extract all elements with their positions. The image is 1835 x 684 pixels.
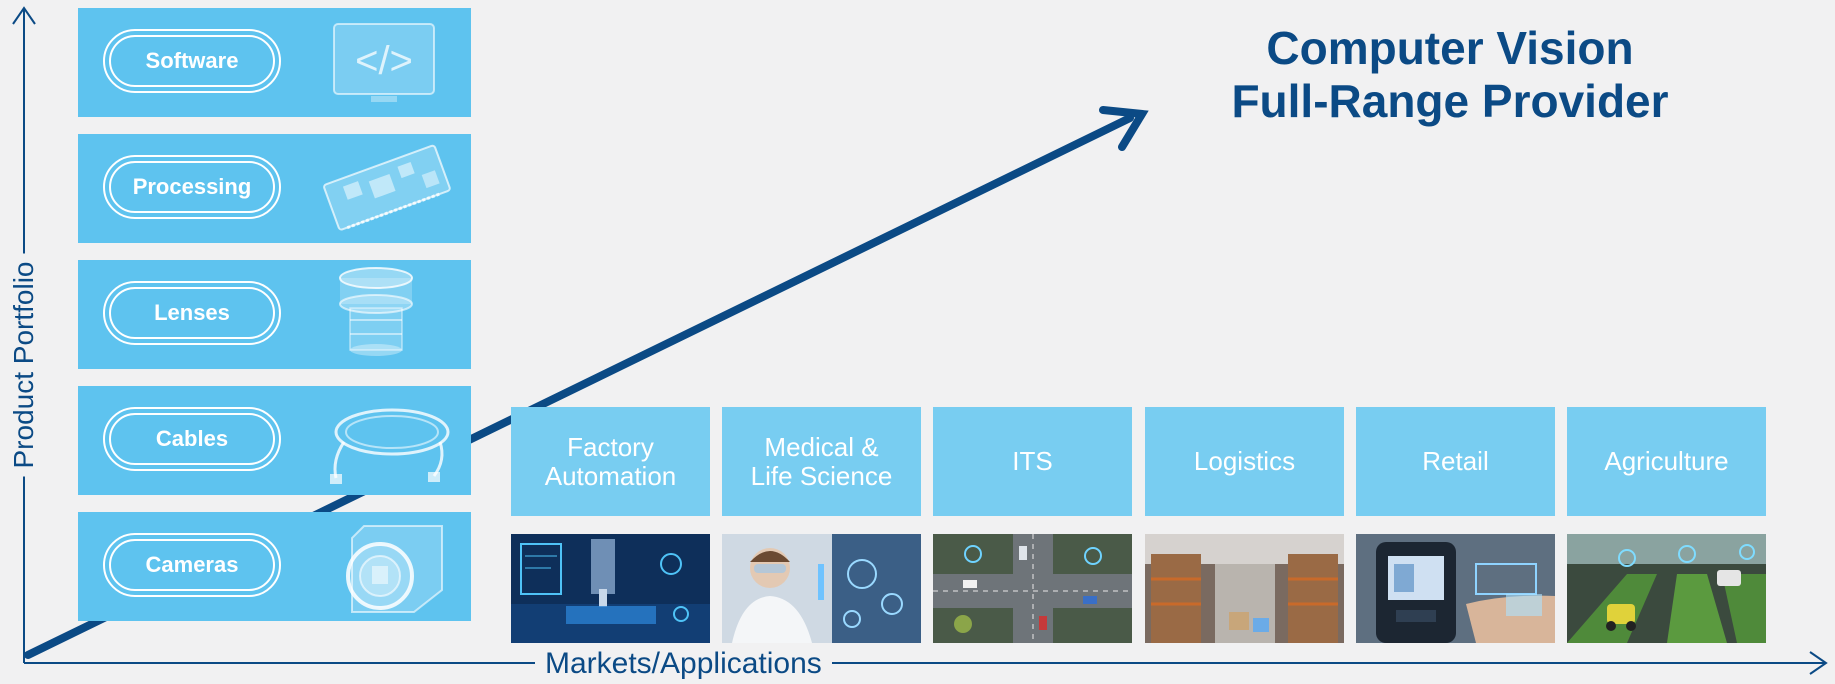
market-label-line-1: ITS	[1012, 446, 1053, 476]
market-label-line-1: Factory	[567, 431, 654, 462]
growth-arrowhead	[1099, 106, 1149, 151]
retail-kiosk-image	[1356, 534, 1555, 643]
market-label-line-2: Automation	[544, 460, 677, 491]
medical-life-science-image	[722, 534, 921, 643]
market-logistics: Logistics	[1145, 407, 1344, 516]
circuit-board-icon	[323, 144, 451, 231]
product-cameras: Cameras	[78, 512, 471, 621]
factory-automation-image	[511, 534, 710, 643]
product-pill: Cameras	[103, 533, 281, 597]
lens-icon	[339, 267, 413, 356]
title-line-2: Full-Range Provider	[1231, 75, 1669, 127]
title-line-1: Computer Vision	[1266, 22, 1634, 74]
market-label-line-1: Medical &	[764, 431, 879, 462]
market-label-line-1: Logistics	[1193, 446, 1296, 476]
y-axis-arrowhead	[12, 6, 36, 25]
market-retail: Retail	[1356, 407, 1555, 516]
camera-icon	[346, 525, 443, 613]
its-traffic-image	[933, 534, 1132, 643]
code-brackets-icon: </>	[333, 23, 435, 102]
market-label-line-2: Life Science	[750, 460, 893, 491]
logistics-warehouse-image	[1145, 534, 1344, 643]
product-label: Processing	[132, 174, 252, 199]
market-agriculture: Agriculture	[1567, 407, 1766, 516]
product-label: Software	[145, 48, 239, 73]
product-label: Cameras	[145, 552, 239, 577]
market-its: ITS	[933, 407, 1132, 516]
y-axis-label: Product Portfolio	[8, 253, 40, 477]
x-axis-label: Markets/Applications	[535, 647, 832, 681]
product-software: Software </>	[78, 8, 471, 117]
product-pill: Processing	[103, 155, 281, 219]
page-title: Computer Vision Full-Range Provider	[1180, 22, 1720, 128]
market-label-line-1: Retail	[1422, 446, 1489, 476]
agriculture-field-image	[1567, 534, 1766, 643]
market-medical-life-science: Medical &Life Science	[722, 407, 921, 516]
product-label: Cables	[155, 426, 229, 451]
product-lenses: Lenses	[78, 260, 471, 369]
product-pill: Cables	[103, 407, 281, 471]
product-pill: Software	[103, 29, 281, 93]
market-label-line-1: Agriculture	[1604, 446, 1729, 476]
product-pill: Lenses	[103, 281, 281, 345]
product-label: Lenses	[154, 300, 230, 325]
cable-icon	[330, 408, 450, 484]
x-axis-arrowhead	[1809, 651, 1828, 675]
product-processing: Processing	[78, 134, 471, 243]
product-cables: Cables	[78, 386, 471, 495]
svg-text:</>: </>	[355, 39, 413, 83]
